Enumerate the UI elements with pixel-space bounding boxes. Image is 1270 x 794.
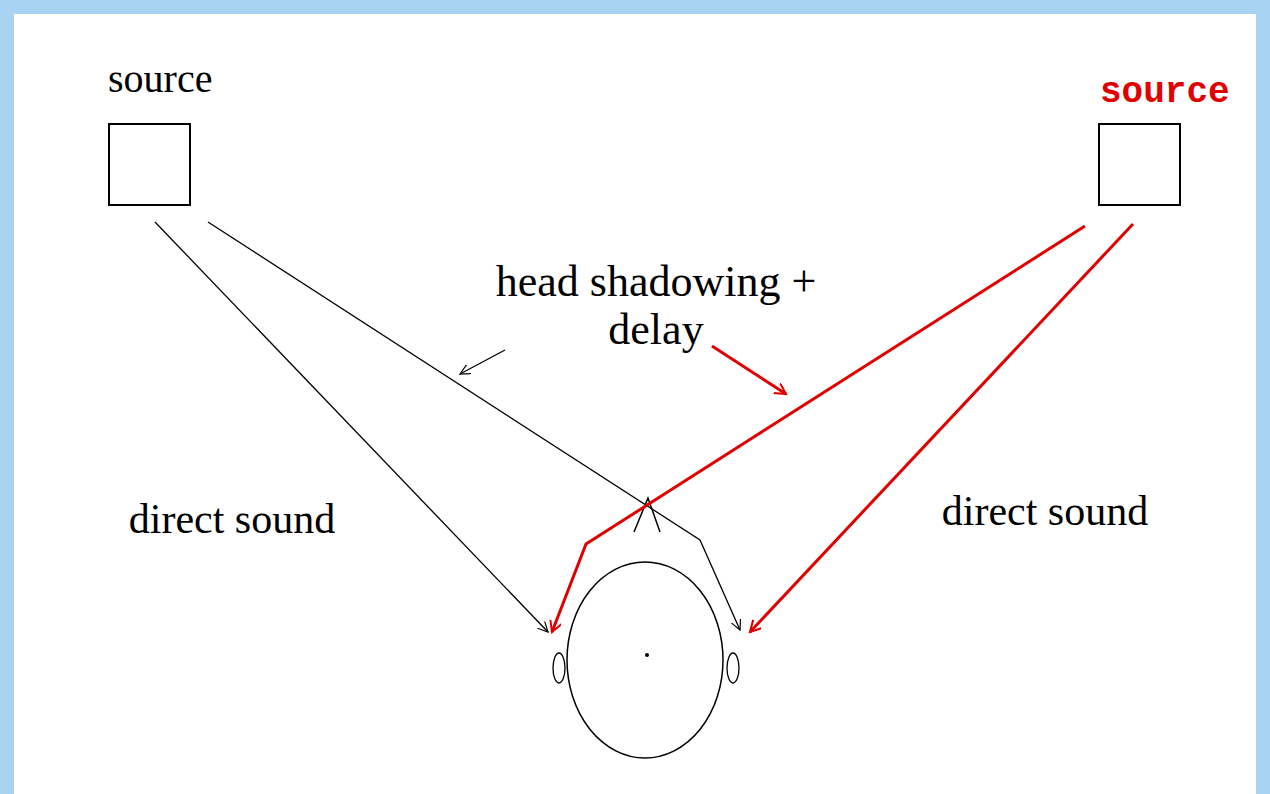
sound-source: source [1098,75,1230,206]
head-center [645,653,649,657]
pointer-arrow [712,346,786,394]
head-outline [567,562,723,758]
annotation-label: head shadowing + delay [446,258,866,355]
right-ear [727,653,739,683]
left-ear [553,653,565,683]
path-label: direct sound [875,488,1215,534]
direct-sound-path [155,222,548,632]
path-label: direct sound [62,496,402,542]
source-box [1098,123,1181,206]
nose [634,498,660,532]
source-label: source [108,59,212,99]
pointer-arrow [460,350,505,374]
page-ground [14,14,1256,794]
source-label: source [1100,75,1230,111]
source-box [108,123,191,206]
sound-source: source [108,59,212,206]
